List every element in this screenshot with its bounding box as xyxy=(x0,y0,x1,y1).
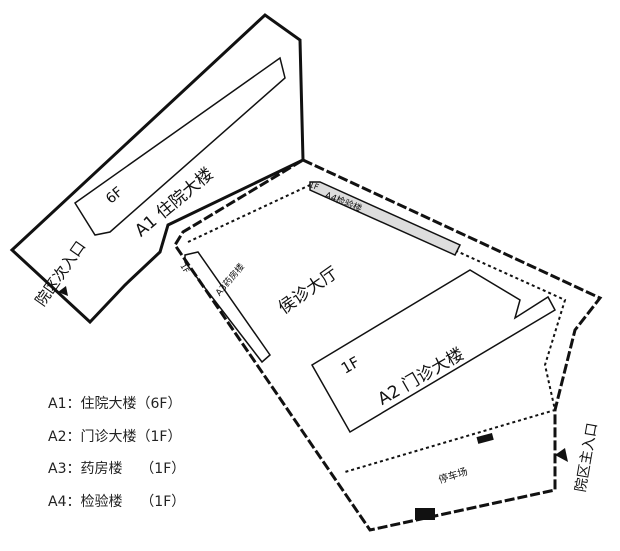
hall-boundary xyxy=(187,183,567,473)
a3-building-outline xyxy=(184,251,272,364)
gate-marker xyxy=(415,508,435,520)
secondary-entrance-arrow xyxy=(58,286,68,296)
parking-marker xyxy=(476,433,494,444)
a1-building-outline xyxy=(73,56,286,236)
legend-item: A3：药房楼 （1F） xyxy=(48,461,186,477)
a2-building-outline xyxy=(310,269,557,434)
a1-parcel-boundary xyxy=(9,13,305,325)
building-legend: A1：住院大楼（6F） A2：门诊大楼（1F） A3：药房楼 （1F） A4：检… xyxy=(48,388,185,518)
legend-item: A1：住院大楼（6F） xyxy=(48,396,182,412)
a4-building-outline xyxy=(309,181,462,256)
legend-item: A4：检验楼 （1F） xyxy=(48,493,186,510)
legend-item: A2：门诊大楼（1F） xyxy=(48,428,182,445)
main-parcel-boundary xyxy=(173,158,603,532)
main-entrance-arrow xyxy=(555,448,568,462)
